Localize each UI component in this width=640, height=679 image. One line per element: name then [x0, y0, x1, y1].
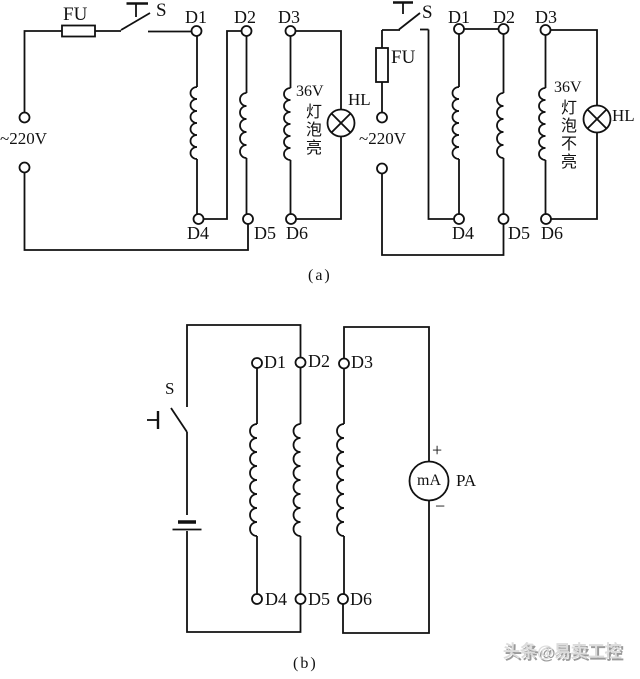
- terminal-d2: [497, 23, 510, 35]
- wire: [186, 324, 302, 407]
- fuse-icon: [375, 47, 389, 83]
- a-left-terminal-d6-label: D6: [286, 223, 308, 243]
- b-terminal-d3-label: D3: [351, 352, 373, 372]
- wire: [381, 174, 505, 256]
- terminal-d3: [284, 25, 297, 37]
- a-left-terminal-d5-label: D5: [254, 223, 276, 243]
- winding-coil-icon: [283, 36, 292, 214]
- a-right-terminal-d3-label: D3: [535, 7, 557, 27]
- wire: [296, 30, 342, 110]
- terminal-d5: [294, 593, 307, 605]
- terminal-d1: [190, 25, 203, 37]
- terminal-d5: [497, 213, 510, 225]
- terminal-d2: [240, 25, 253, 37]
- b-terminal-d4-label: D4: [265, 589, 287, 609]
- a-left-source-label: ~220V: [0, 129, 47, 148]
- b-meter-plus: +: [432, 440, 443, 460]
- terminal-source-top: [376, 111, 388, 124]
- terminal-d1: [251, 357, 263, 369]
- a-left-lamp-voltage: 36V: [296, 83, 324, 100]
- winding-coil-icon: [538, 35, 547, 214]
- winding-coil-icon: [189, 36, 198, 214]
- b-meter-name: PA: [456, 471, 477, 490]
- a-left-fuse-label: FU: [63, 4, 88, 25]
- a-left-terminal-d4-label: D4: [187, 223, 209, 243]
- section-a-caption: (a): [308, 267, 332, 284]
- a-left-switch-label: S: [156, 0, 167, 21]
- terminal-source-bottom: [376, 162, 388, 175]
- terminal-d4: [192, 213, 205, 225]
- a-right-source-label: ~220V: [359, 129, 406, 148]
- wire: [204, 30, 242, 220]
- b-terminal-d5-label: D5: [308, 589, 330, 609]
- switch-icon: [120, 2, 191, 33]
- a-right-terminal-d6-label: D6: [541, 223, 563, 243]
- terminal-d4: [251, 593, 263, 605]
- wire: [551, 29, 598, 106]
- a-right-terminal-d4-label: D4: [452, 223, 474, 243]
- switch-icon: [147, 407, 188, 433]
- terminal-d3: [338, 357, 350, 370]
- b-meter-minus: −: [435, 496, 446, 516]
- wire: [343, 326, 430, 461]
- a-right-terminal-d2-label: D2: [493, 7, 515, 27]
- terminal-source-top: [18, 111, 31, 124]
- winding-coil-icon: [249, 368, 258, 594]
- a-right-terminal-d5-label: D5: [508, 223, 530, 243]
- fuse-icon: [61, 24, 96, 38]
- wire: [23, 30, 62, 113]
- a-left-terminal-d1-label: D1: [185, 7, 207, 27]
- terminal-d1: [453, 23, 465, 35]
- terminal-d2: [294, 356, 307, 369]
- terminal-d6: [285, 213, 297, 225]
- b-circuit: [147, 324, 450, 634]
- winding-coil-icon: [451, 34, 460, 214]
- terminal-d4: [453, 213, 465, 225]
- wire: [186, 531, 302, 633]
- winding-coil-icon: [292, 368, 302, 594]
- wire: [427, 29, 454, 220]
- terminal-d6: [540, 213, 552, 225]
- a-left-lamp-label: HL: [348, 90, 371, 109]
- a-right-switch-label: S: [422, 2, 433, 23]
- wire: [296, 136, 342, 220]
- terminal-source-bottom: [18, 161, 31, 174]
- watermark-text: 头条@易卖工控: [503, 642, 622, 661]
- a-right-terminal-d1-label: D1: [448, 7, 470, 27]
- b-meter-unit: mA: [417, 472, 441, 489]
- wire: [23, 172, 249, 251]
- b-switch-label: S: [165, 379, 175, 398]
- a-left-circuit: [18, 2, 356, 251]
- lamp-icon: [326, 108, 356, 138]
- wire: [551, 132, 598, 220]
- winding-coil-icon: [239, 36, 248, 214]
- a-right-circuit: [375, 1, 612, 256]
- a-right-lamp-label: HL: [612, 106, 635, 125]
- terminal-d6: [337, 593, 349, 605]
- lamp-icon: [582, 104, 612, 134]
- a-right-lamp-note: 灯泡不亮: [558, 99, 575, 171]
- winding-coil-icon: [496, 34, 505, 214]
- terminal-d5: [242, 213, 254, 225]
- b-terminal-d1-label: D1: [264, 352, 286, 372]
- winding-coil-icon: [336, 369, 345, 594]
- b-terminal-d2-label: D2: [308, 351, 330, 371]
- section-b-caption: (b): [293, 655, 318, 672]
- terminal-d3: [539, 24, 552, 36]
- a-left-terminal-d3-label: D3: [278, 7, 300, 27]
- a-right-fuse-label: FU: [391, 47, 416, 68]
- a-left-lamp-note: 灯泡亮: [303, 103, 320, 157]
- battery-icon: [172, 520, 202, 531]
- b-terminal-d6-label: D6: [350, 589, 372, 609]
- wire: [342, 500, 430, 634]
- a-left-terminal-d2-label: D2: [234, 7, 256, 27]
- a-right-lamp-voltage: 36V: [554, 79, 582, 96]
- switch-icon: [382, 1, 429, 31]
